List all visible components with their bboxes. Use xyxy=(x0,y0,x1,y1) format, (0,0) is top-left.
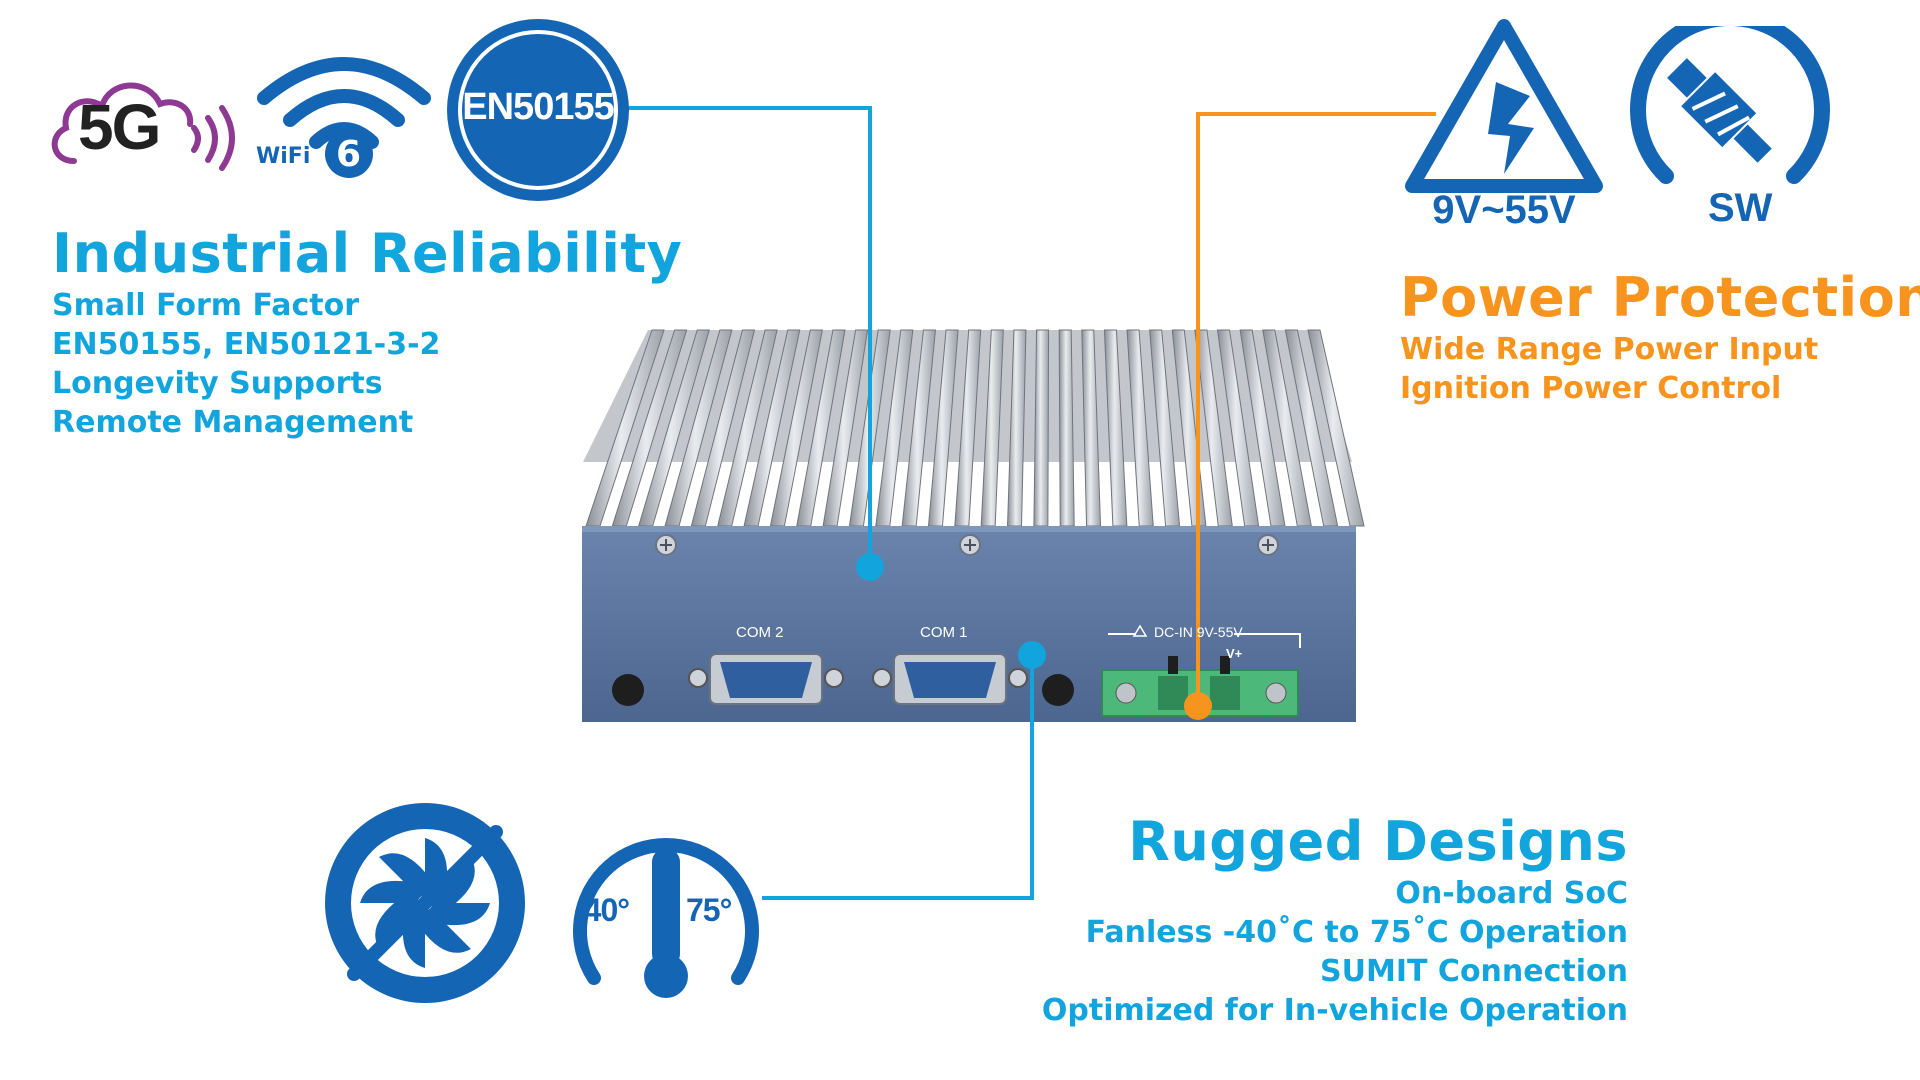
industrial-line: Small Form Factor xyxy=(52,288,360,323)
rugged-line: On-board SoC xyxy=(1395,876,1628,911)
badge-wifi6: WiFi 6 xyxy=(254,50,434,180)
connector-dot xyxy=(1018,641,1046,669)
dc-in-label: DC-IN 9V-55V xyxy=(1154,624,1243,640)
antenna-plug xyxy=(1042,674,1074,706)
temp-high-text: 75° xyxy=(686,892,732,928)
fan-blade xyxy=(420,903,471,953)
temp-low-text: -40° xyxy=(574,892,630,928)
lightning-warning-icon xyxy=(1405,19,1603,193)
connector-dot xyxy=(856,553,884,581)
com1-port xyxy=(872,653,1028,705)
heatsink-fin xyxy=(1033,329,1050,527)
badge-voltage-text: 9V~55V xyxy=(1432,188,1576,232)
wifi-icon xyxy=(257,57,431,178)
connector-dot xyxy=(1184,692,1212,720)
badge-sw-text: SW xyxy=(1708,186,1773,230)
connector-line-en50155 xyxy=(612,106,872,565)
fan-blade xyxy=(379,853,430,903)
power-title: Power Protection xyxy=(1400,266,1920,329)
cloud-icon xyxy=(51,82,235,171)
rugged-line: SUMIT Connection xyxy=(1320,954,1628,989)
screw xyxy=(1257,534,1279,556)
industrial-line: Longevity Supports xyxy=(52,366,383,401)
antenna-plug xyxy=(612,674,644,706)
screw xyxy=(959,534,981,556)
vplus-label: V+ xyxy=(1226,646,1243,661)
rugged-line: Optimized for In-vehicle Operation xyxy=(1041,993,1628,1028)
connector-line-power xyxy=(1196,112,1436,705)
badge-wifi-text: WiFi xyxy=(256,144,311,169)
com2-port xyxy=(688,653,844,705)
power-line: Wide Range Power Input xyxy=(1400,332,1819,367)
badge-voltage: 9V~55V xyxy=(1404,16,1604,236)
heatsink-fin xyxy=(1307,329,1365,527)
rugged-line: Fanless -40˚C to 75˚C Operation xyxy=(1085,915,1628,950)
fan-icon xyxy=(325,803,525,1003)
com2-label: COM 2 xyxy=(736,624,784,641)
connector-line-rugged xyxy=(762,657,1034,900)
industrial-title: Industrial Reliability xyxy=(52,222,683,285)
heatsink xyxy=(583,329,1365,527)
badge-en50155: EN50155 xyxy=(446,18,630,202)
badge-wifi-num: 6 xyxy=(336,134,362,175)
rugged-title: Rugged Designs xyxy=(1128,810,1628,873)
badge-sw: SW xyxy=(1630,9,1830,230)
power-line: Ignition Power Control xyxy=(1400,371,1782,406)
thermometer-icon xyxy=(573,837,759,998)
badge-en50155-text: EN50155 xyxy=(462,86,614,128)
badge-5g: 5G xyxy=(44,66,244,171)
heatsink-fin xyxy=(1058,329,1075,527)
badge-fanless xyxy=(324,802,526,1004)
industrial-line: Remote Management xyxy=(52,405,414,440)
com1-label: COM 1 xyxy=(920,624,968,641)
screw xyxy=(655,534,677,556)
badge-temperature: -40° 75° xyxy=(566,808,766,1008)
industrial-line: EN50155, EN50121-3-2 xyxy=(52,327,441,362)
badge-5g-text: 5G xyxy=(78,91,161,163)
